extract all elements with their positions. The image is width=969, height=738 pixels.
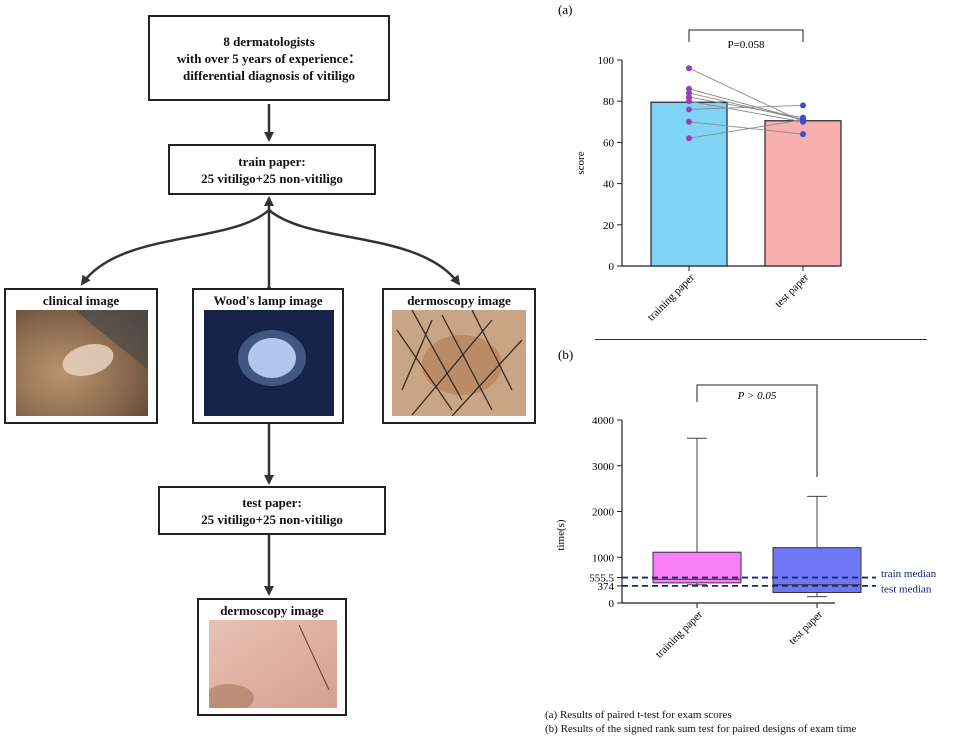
- p-value-b: P > 0.05: [737, 390, 777, 402]
- paired-line: [688, 67, 804, 123]
- y-tick-label-a: 20: [603, 220, 615, 232]
- figure-captions: (a) Results of paired t-test for exam sc…: [545, 708, 856, 736]
- dermatologists-line-2: with over 5 years of experience：: [176, 50, 362, 66]
- dermatologists-line-1: 8 dermatologists: [223, 33, 315, 49]
- arrow-train-to-clinical: [80, 209, 270, 286]
- x-tick-label-b: test paper: [787, 608, 826, 647]
- test-point: [800, 102, 806, 109]
- caption-b: (b) Results of the signed rank sum test …: [545, 723, 857, 735]
- clinical-image-box: clinical image: [4, 288, 158, 424]
- y-tick-label-a: 60: [603, 137, 615, 149]
- test-paper-title: test paper:: [242, 494, 302, 510]
- p-value-a: P=0.058: [727, 39, 765, 51]
- test-paper-detail: 25 vitiligo+25 non-vitiligo: [201, 511, 343, 527]
- bar-0: [650, 101, 728, 267]
- test-point: [800, 131, 806, 138]
- woods-lamp-image-caption: Wood's lamp image: [213, 293, 323, 308]
- dermoscopy-image-box: dermoscopy image: [382, 288, 536, 424]
- training-point: [686, 85, 692, 92]
- reference-line-label: train median: [881, 568, 937, 580]
- woods-lamp-image-box: Wood's lamp image: [192, 288, 344, 424]
- bar-1: [764, 120, 842, 267]
- training-point: [686, 106, 692, 113]
- flowchart-arrows: [80, 104, 461, 596]
- y-tick-label-b: 2000: [592, 507, 615, 519]
- training-point: [686, 98, 692, 105]
- paired-line: [688, 119, 804, 139]
- training-point: [686, 94, 692, 101]
- woods-lamp-photo: [204, 310, 334, 416]
- dermatologists-box: 8 dermatologists with over 5 years of ex…: [148, 15, 390, 101]
- score-bar-chart: (a) 0 20 40 60 80 100 score training paper test p…: [558, 2, 842, 324]
- y-tick-label-b: 0: [609, 598, 615, 610]
- paired-line: [688, 100, 804, 123]
- training-point: [686, 135, 692, 142]
- train-paper-box: train paper: 25 vitiligo+25 non-vitiligo: [168, 144, 376, 195]
- train-paper-title: train paper:: [238, 153, 306, 169]
- training-point: [686, 89, 692, 96]
- x-tick-label-a: test paper: [773, 271, 812, 310]
- y-tick-label-a: 40: [603, 179, 615, 191]
- significance-bracket-a: [688, 29, 804, 42]
- paired-line: [688, 92, 804, 121]
- significance-bracket-b: [696, 384, 818, 477]
- caption-a: (a) Results of paired t-test for exam sc…: [545, 709, 732, 721]
- dermoscopy-image-caption: dermoscopy image: [407, 293, 511, 308]
- y-tick-label-b: 374: [598, 581, 615, 593]
- panel-divider: [595, 339, 927, 340]
- dermoscopy-photo: [392, 310, 526, 416]
- y-axis-title-a: score: [575, 151, 587, 174]
- y-tick-label-b: 3000: [592, 461, 615, 473]
- panel-b-label: (b): [558, 347, 573, 362]
- bottom-dermoscopy-box: dermoscopy image: [197, 598, 347, 716]
- test-paper-box: test paper: 25 vitiligo+25 non-vitiligo: [158, 486, 386, 535]
- bottom-dermoscopy-photo: [209, 620, 337, 708]
- y-tick-label-b: 4000: [592, 415, 615, 427]
- y-tick-label-b: 555.5: [589, 573, 614, 585]
- arrow-train-to-dermoscopy: [268, 209, 461, 286]
- train-paper-detail: 25 vitiligo+25 non-vitiligo: [201, 170, 343, 186]
- panel-a-label: (a): [558, 2, 572, 17]
- x-tick-label-a: training paper: [645, 271, 697, 323]
- clinical-image-caption: clinical image: [42, 293, 120, 308]
- reference-line-label: test median: [881, 583, 932, 595]
- y-axis-title-b: time(s): [555, 519, 567, 550]
- paired-line: [688, 121, 804, 135]
- y-tick-label-a: 0: [609, 261, 615, 273]
- training-point: [686, 65, 692, 72]
- training-point: [686, 118, 692, 125]
- y-tick-label-a: 100: [598, 55, 615, 67]
- y-tick-label-b: 1000: [592, 552, 615, 564]
- y-tick-label-a: 80: [603, 96, 615, 108]
- bottom-dermoscopy-caption: dermoscopy image: [220, 603, 324, 618]
- x-tick-label-b: training paper: [653, 608, 705, 660]
- test-point: [800, 116, 806, 123]
- dermatologists-line-3: differential diagnosis of vitiligo: [182, 67, 355, 83]
- paired-line: [688, 104, 804, 110]
- clinical-photo: [16, 310, 148, 416]
